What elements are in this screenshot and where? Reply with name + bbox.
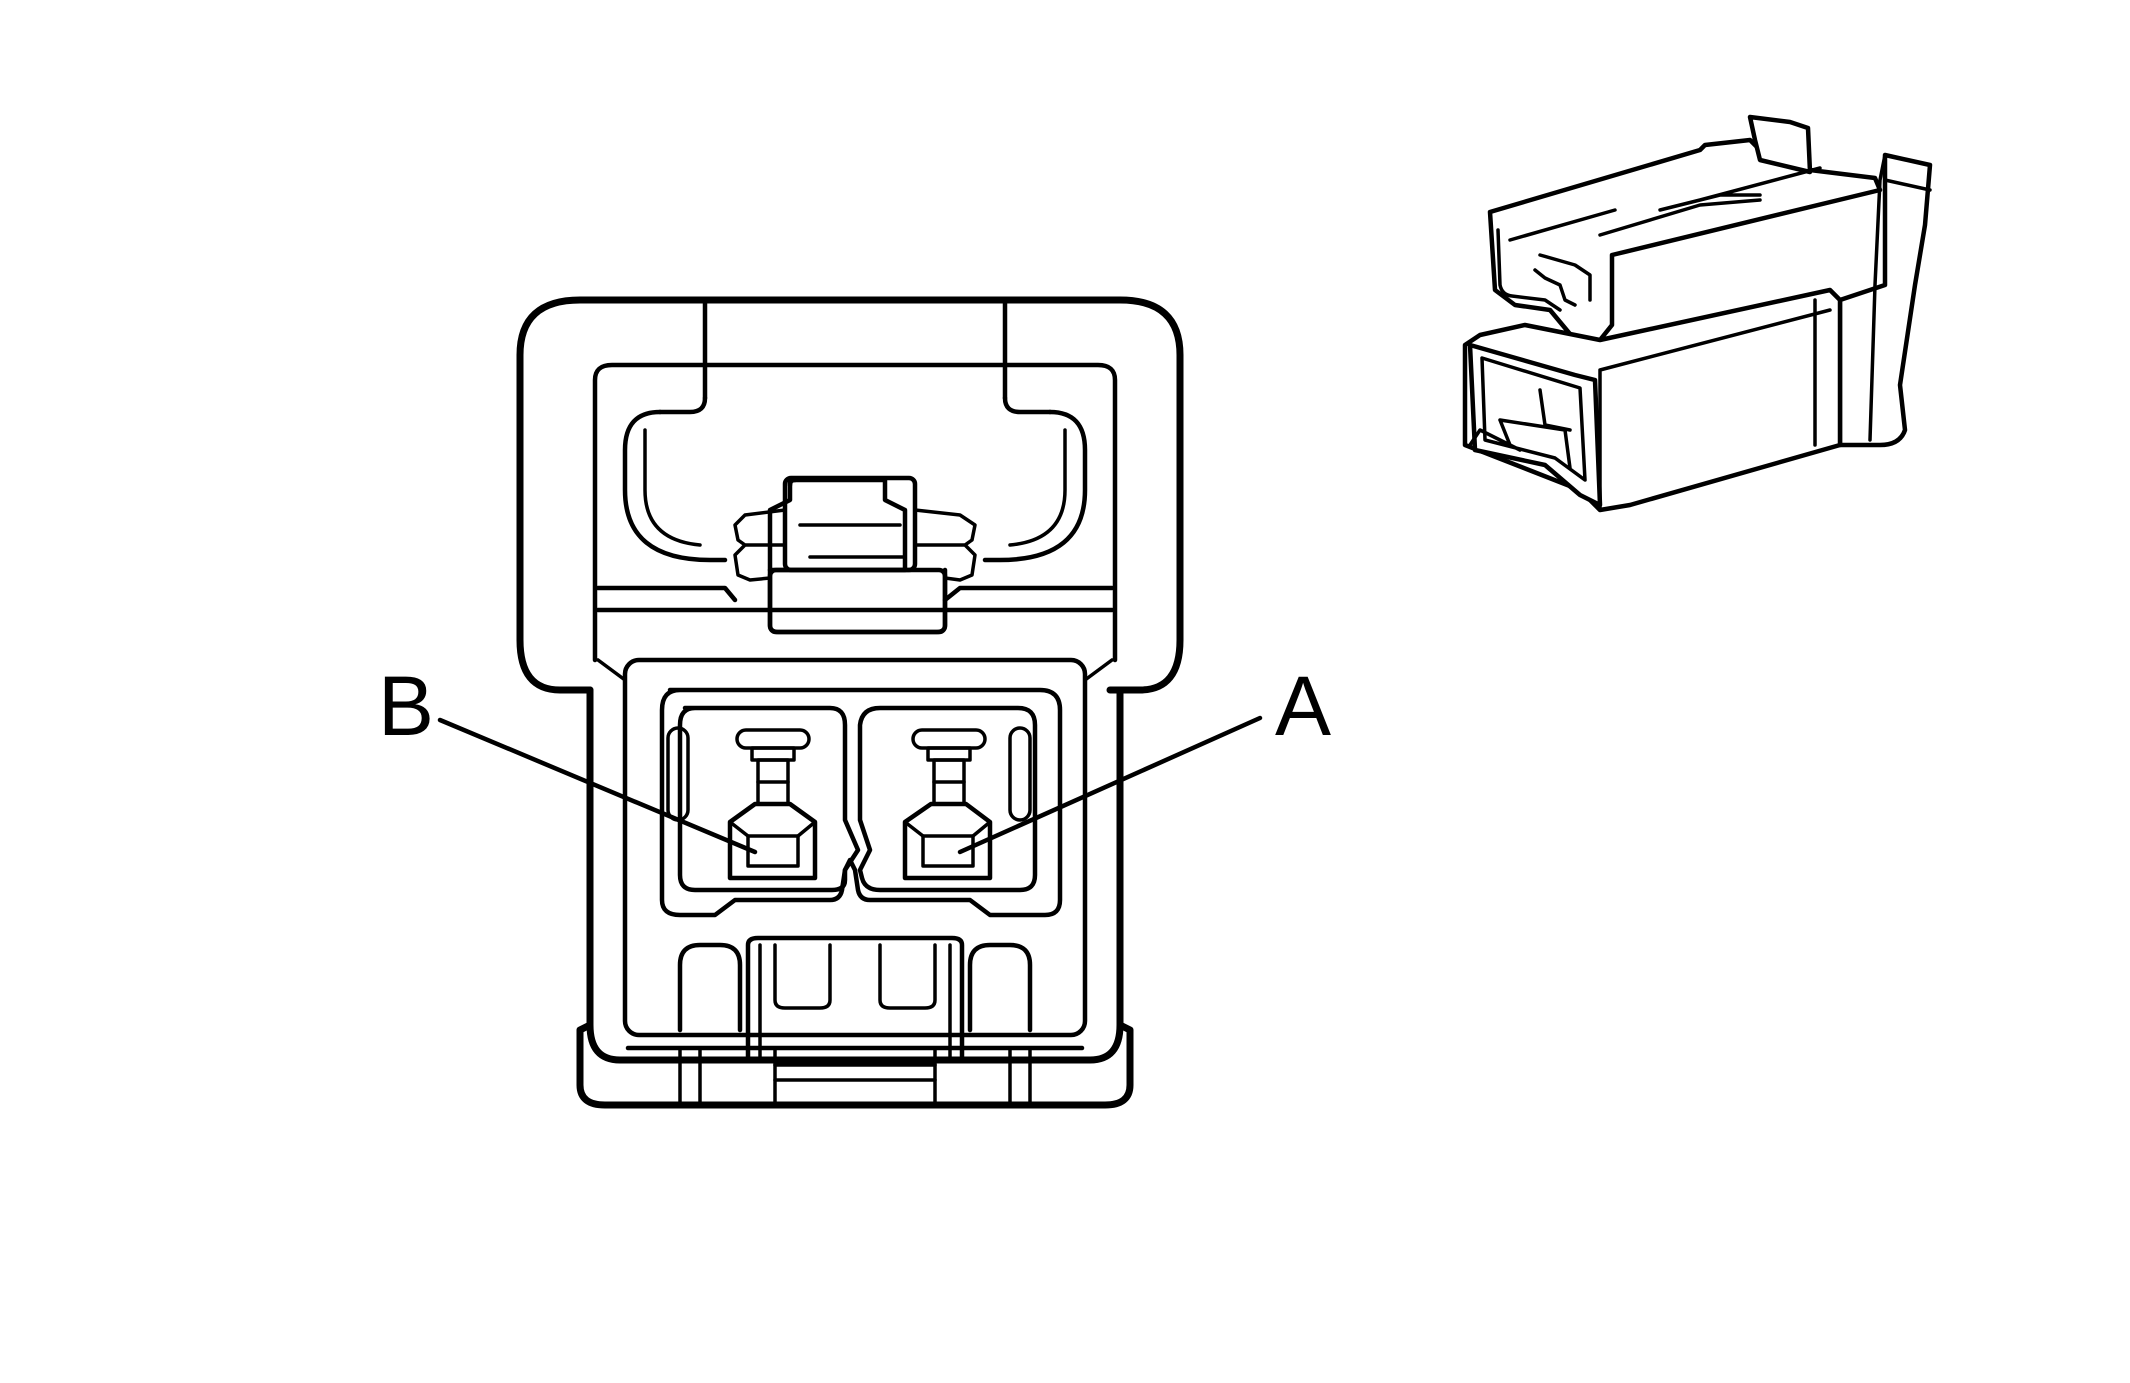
side-slot-right [1008,726,1032,822]
cavity-frame-corner-l [596,658,627,682]
lower-ribs [677,935,1033,1063]
outer-shroud [516,296,1184,694]
housing-body [586,686,1124,1064]
connector-isometric-view [1462,114,1933,513]
connector-front-view [516,296,1184,1109]
tab-detent-right [913,508,977,582]
leader-line-a [957,715,1263,855]
inner-upper-frame [592,362,1118,663]
cavity-frame-corner-r [1083,658,1114,682]
top-slot-left-corner [657,395,708,415]
cavity-frame [622,657,1088,1038]
callout-a: A [957,659,1331,855]
terminal-a [902,728,993,881]
cavity-b [677,705,861,893]
latch-window [622,409,1088,563]
iso-end-block-face [1868,153,1932,442]
cavity-a [857,705,1038,893]
locking-tab-stem [767,567,948,635]
iso-latch-detail [1496,166,1822,312]
label-b: B [378,659,434,753]
latch-window-inner [643,428,1067,547]
iso-latch-top [1487,137,1883,343]
iso-front-opening [1468,356,1587,482]
mid-shelf [595,585,1115,603]
base-band [625,1045,1085,1107]
callout-b: B [378,659,758,855]
housing-base-flange [576,1021,1134,1109]
terminal-b [727,728,818,881]
label-a: A [1275,659,1331,753]
tab-detent-left [733,508,787,582]
leader-line-b [437,717,758,855]
top-slot-right-corner [1002,395,1053,415]
iso-end-block [1837,152,1933,448]
